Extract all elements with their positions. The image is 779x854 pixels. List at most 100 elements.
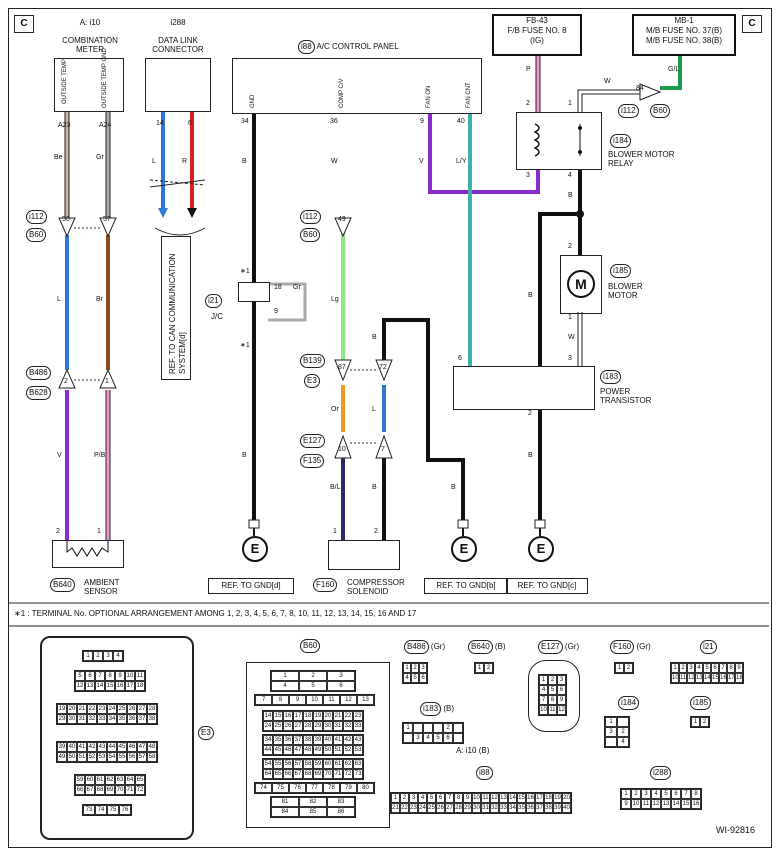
wire-label-gnd-b: B (242, 158, 247, 165)
pin-a24: A24 (99, 122, 112, 129)
view-i10-code: A: i10 (456, 746, 477, 755)
motor-symbol: M (567, 270, 595, 298)
ac-pin-fan-cnt: FAN CNT (466, 82, 472, 108)
motor-code: i185 (610, 264, 632, 278)
can-ref-box (161, 236, 191, 380)
pin-7: 7 (381, 446, 385, 453)
conn-i112-left: i112 (26, 210, 47, 224)
transistor-pin-2: 2 (528, 410, 532, 417)
solenoid-pin-2: 2 (374, 528, 378, 535)
pin-6: 6 (188, 120, 192, 127)
joint-connector (238, 282, 270, 302)
wire-label-b-jc: B (372, 334, 377, 341)
pin-56: 56 (62, 216, 70, 223)
connector-triangles (58, 83, 662, 459)
conn-b60-left: B60 (26, 228, 47, 242)
ground-symbol-d: E (242, 536, 268, 562)
fb43-line1: FB-43 (526, 16, 548, 25)
wire-label-or: Or (331, 406, 339, 413)
dlc-arrow-r (187, 208, 197, 218)
wire-label-bl: B/L (330, 484, 341, 491)
pin-34: 34 (241, 118, 249, 125)
ref-gnd-c[interactable]: REF. TO GND[c] (506, 578, 588, 594)
wire-label-gnd-b2: B (242, 452, 247, 459)
wire-label-v: V (57, 452, 62, 459)
conn-f135: F135 (300, 454, 325, 468)
view-b640-label: B640 (B) (468, 640, 506, 654)
wire-label-pb: P/B (94, 452, 106, 459)
jc-pin-18: 18 (274, 284, 282, 291)
view-i183-label: i183 (B) (420, 702, 454, 716)
jc-wire-gr: Gr (293, 284, 301, 291)
ambient-name: AMBIENT SENSOR (84, 578, 120, 596)
ref-gnd-d[interactable]: REF. TO GND[d] (208, 578, 294, 594)
pin-84: 84 (636, 85, 644, 92)
view-e3-label: E3 (198, 726, 214, 740)
view-b640-code: B640 (468, 640, 493, 654)
pin-a23: A23 (58, 122, 71, 129)
solenoid-pin-1: 1 (333, 528, 337, 535)
wire-label-star2: ∗1 (240, 342, 250, 349)
ground-symbol-c: E (528, 536, 554, 562)
ref-gnd-b[interactable]: REF. TO GND[b] (424, 578, 508, 594)
dlc-code: i288 (170, 18, 186, 27)
fb43-line3: (IG) (530, 36, 544, 45)
wire-fan-on (428, 112, 540, 194)
ac-pin-gnd: GND (250, 94, 256, 108)
wire-label-b-relay: B (568, 192, 573, 199)
pin-1-b486: 1 (105, 378, 109, 385)
jc-name: J/C (211, 312, 223, 321)
transistor-code: i183 (600, 370, 622, 384)
ambient-pin-2: 2 (56, 528, 60, 535)
wire-label-gl: G/L (668, 66, 680, 73)
transistor-name: POWER TRANSISTOR (600, 387, 652, 405)
dlc-name: DATA LINK CONNECTOR (152, 36, 204, 54)
wire-b-jc (382, 318, 465, 522)
wire-label-fan-v: V (419, 158, 424, 165)
fb43-line2: F/B FUSE NO. 8 (507, 26, 567, 35)
wire-label-w-motor: W (568, 334, 575, 341)
combination-meter (54, 58, 124, 112)
conn-e127: E127 (300, 434, 325, 448)
view-i88-label: i88 (476, 766, 493, 780)
wire-label-l2: L (372, 406, 376, 413)
pin-9: 9 (420, 118, 424, 125)
footnote: ∗1 : TERMINAL No. OPTIONAL ARRANGEMENT A… (14, 609, 417, 618)
conn-e3: E3 (304, 374, 320, 388)
pin-87: 87 (338, 364, 346, 371)
view-e127-body (528, 660, 580, 732)
corner-marker-left: C (14, 15, 34, 33)
ac-control-panel (232, 58, 482, 114)
pin-57: 57 (103, 216, 111, 223)
view-b60-body (246, 662, 390, 828)
conn-b486: B486 (26, 366, 51, 380)
view-i288-label: i288 (650, 766, 672, 780)
wire-label-w-relay: W (604, 78, 611, 85)
pin-36: 36 (330, 118, 338, 125)
motor-pin-2: 2 (568, 243, 572, 250)
doc-id: WI-92816 (716, 825, 756, 835)
wire-label-b-sol: B (372, 484, 377, 491)
view-i10-label: A: i10 (B) (456, 746, 489, 755)
motor-name: BLOWER MOTOR (608, 282, 643, 300)
conn-b60-mid: B60 (300, 228, 321, 242)
transistor-pin-3: 3 (568, 355, 572, 362)
wire-label-b-gndc: B (528, 292, 533, 299)
relay-pin-2: 2 (526, 100, 530, 107)
view-b486-color: (Gr) (430, 642, 446, 651)
wire-label-be: Be (54, 154, 63, 161)
power-transistor (453, 366, 595, 410)
